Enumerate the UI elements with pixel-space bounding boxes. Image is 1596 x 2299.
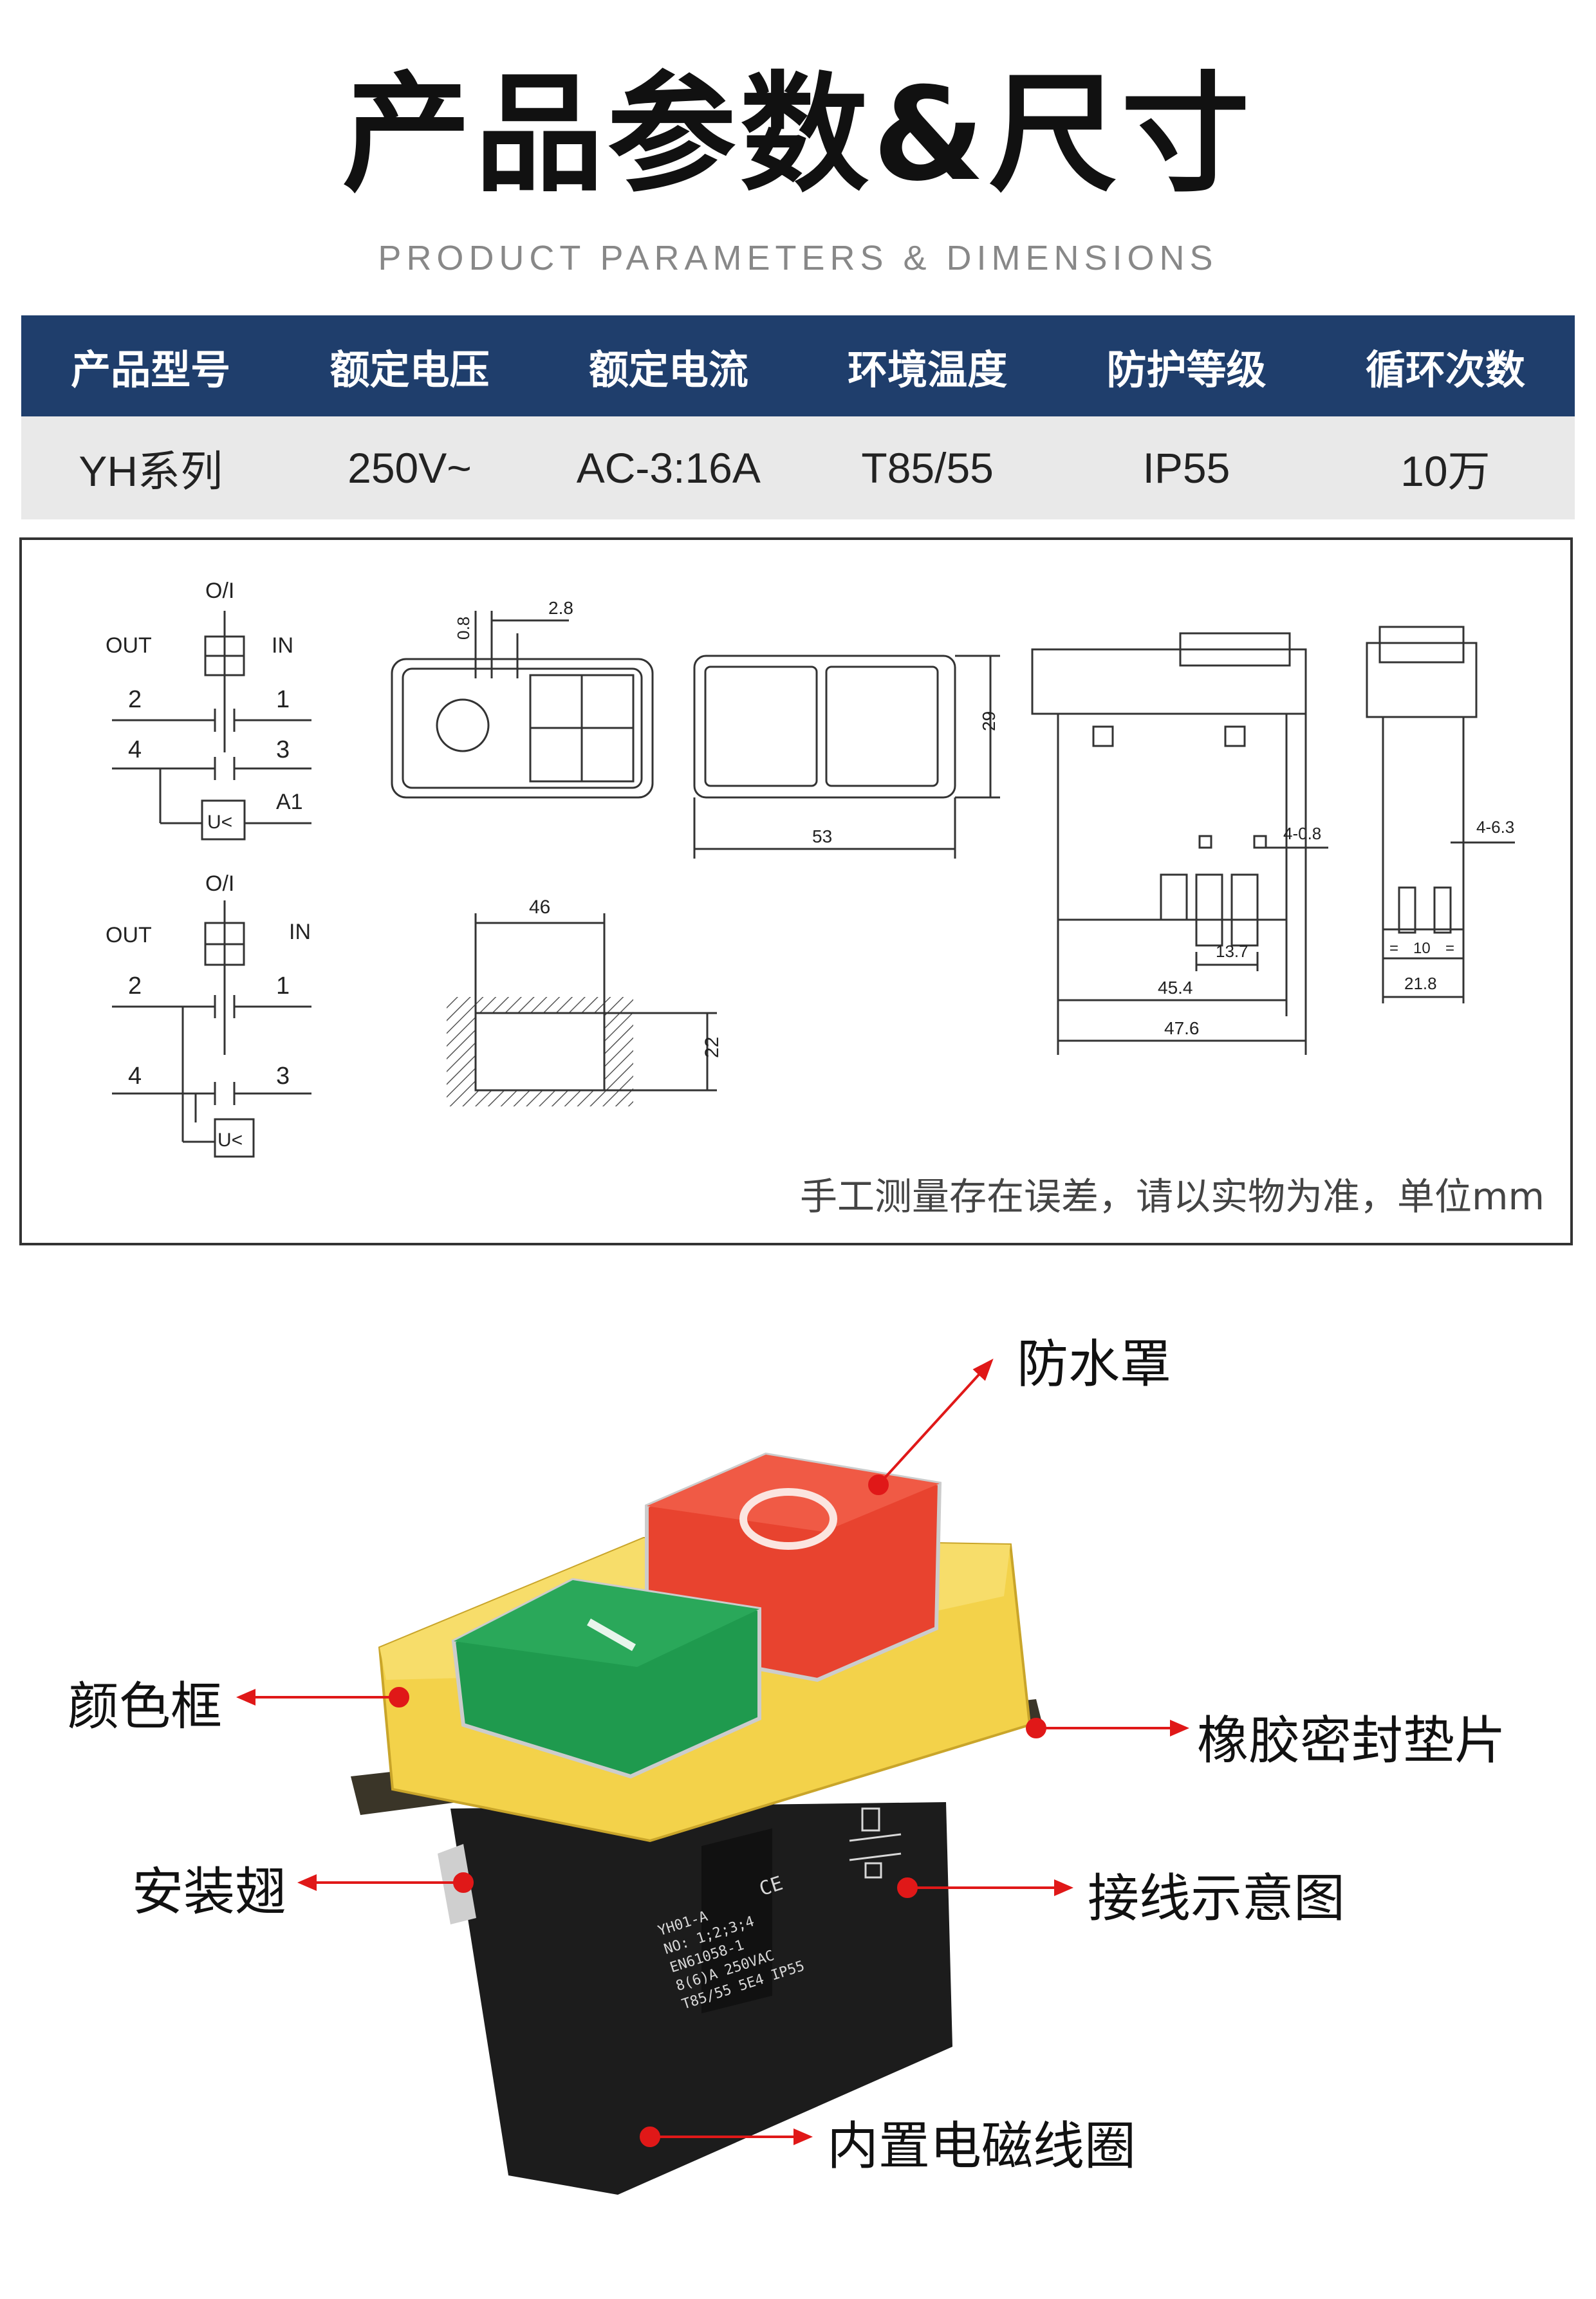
wiring-bottom-out: OUT bbox=[106, 923, 152, 947]
measurement-note: 手工测量存在误差，请以实物为准，单位mm bbox=[800, 1175, 1545, 1218]
dim-53: 53 bbox=[812, 826, 832, 846]
panel-cutout-drawing: 46 22 bbox=[447, 897, 723, 1106]
wiring-bottom-coil: U< bbox=[218, 1130, 243, 1151]
wiring-top-t1: 1 bbox=[276, 686, 290, 713]
dim-45-4: 45.4 bbox=[1158, 978, 1193, 998]
spec-value-cycles: 10万 bbox=[1315, 416, 1575, 519]
dim-eq-2: = bbox=[1445, 940, 1454, 957]
dim-47-6: 47.6 bbox=[1164, 1018, 1200, 1038]
wiring-bottom-t4: 4 bbox=[128, 1063, 142, 1090]
product-photo-area: YH01-A NO: 1;2;3;4 EN61058-1 8(6)A 250VA… bbox=[0, 1261, 1596, 2299]
wiring-diagram-top: O/I OUT IN 2 1 4 3 U< A1 bbox=[106, 579, 311, 841]
wiring-bottom-in: IN bbox=[289, 920, 311, 944]
wiring-diagram-bottom: O/I OUT IN 2 1 4 3 U< bbox=[106, 871, 311, 1158]
front-view-drawing: 29 53 bbox=[693, 655, 1000, 859]
dim-13-7: 13.7 bbox=[1216, 942, 1248, 961]
spec-value-temperature: T85/55 bbox=[797, 416, 1057, 519]
wiring-top-in: IN bbox=[272, 633, 293, 658]
spec-header-voltage: 额定电压 bbox=[280, 315, 539, 416]
spec-header-cycles: 循环次数 bbox=[1315, 315, 1575, 416]
dim-21-8: 21.8 bbox=[1404, 974, 1437, 993]
wiring-top-t3: 3 bbox=[276, 736, 290, 763]
spec-table-value-row: YH系列 250V~ AC-3:16A T85/55 IP55 10万 bbox=[21, 416, 1575, 519]
dimension-drawing: O/I OUT IN 2 1 4 3 U< A1 O/I OUT IN bbox=[19, 537, 1573, 1245]
callout-coil: 内置电磁线圈 bbox=[827, 2116, 1136, 2176]
callout-mounting-wing: 安装翅 bbox=[132, 1862, 286, 1922]
body-wiring-diagram-icon bbox=[849, 1807, 902, 1879]
callout-wiring-diagram: 接线示意图 bbox=[1088, 1868, 1345, 1928]
wiring-top-t2: 2 bbox=[128, 686, 142, 713]
page-title: 产品参数&尺寸 bbox=[342, 60, 1254, 210]
wiring-top-t4: 4 bbox=[128, 736, 142, 763]
page-subtitle: PRODUCT PARAMETERS & DIMENSIONS bbox=[378, 239, 1218, 277]
wiring-bottom-oi: O/I bbox=[205, 871, 234, 896]
wiring-top-coil: U< bbox=[207, 812, 232, 833]
off-symbol-icon bbox=[739, 1488, 837, 1550]
spec-value-protection: IP55 bbox=[1057, 416, 1316, 519]
spec-header-protection: 防护等级 bbox=[1057, 315, 1316, 416]
wiring-bottom-t2: 2 bbox=[128, 973, 142, 1000]
spec-header-current: 额定电流 bbox=[539, 315, 798, 416]
top-view-drawing: 0.8 2.8 bbox=[391, 598, 654, 799]
callout-waterproof-cover: 防水罩 bbox=[1017, 1334, 1171, 1394]
wiring-bottom-t3: 3 bbox=[276, 1063, 290, 1090]
spec-value-current: AC-3:16A bbox=[539, 416, 798, 519]
side-view-drawing: 4-0.8 13.7 45.4 47.6 bbox=[1031, 632, 1328, 1055]
dim-0-8: 0.8 bbox=[454, 617, 473, 640]
spec-value-voltage: 250V~ bbox=[280, 416, 539, 519]
spec-header-model: 产品型号 bbox=[21, 315, 281, 416]
dimension-drawing-svg: O/I OUT IN 2 1 4 3 U< A1 O/I OUT IN bbox=[106, 579, 1515, 1158]
callout-rubber-gasket: 橡胶密封垫片 bbox=[1197, 1711, 1506, 1771]
dim-10: 10 bbox=[1413, 940, 1431, 957]
dim-4-0-8: 4-0.8 bbox=[1283, 824, 1321, 843]
dim-4-6-3: 4-6.3 bbox=[1476, 817, 1514, 837]
dim-22: 22 bbox=[701, 1037, 723, 1058]
dim-eq-1: = bbox=[1389, 940, 1398, 957]
spec-value-model: YH系列 bbox=[21, 416, 281, 519]
callout-color-frame: 颜色框 bbox=[68, 1677, 222, 1736]
dim-2-8: 2.8 bbox=[548, 598, 573, 618]
wiring-top-oi: O/I bbox=[205, 579, 234, 603]
wiring-top-a1: A1 bbox=[276, 790, 303, 814]
on-symbol-icon bbox=[587, 1618, 636, 1652]
wiring-bottom-t1: 1 bbox=[276, 973, 290, 1000]
spec-table: 产品型号 额定电压 额定电流 环境温度 防护等级 循环次数 YH系列 250V~… bbox=[21, 315, 1575, 519]
spec-table-header-row: 产品型号 额定电压 额定电流 环境温度 防护等级 循环次数 bbox=[21, 315, 1575, 416]
callout-line-waterproof-cover bbox=[877, 1360, 992, 1486]
product-photo: YH01-A NO: 1;2;3;4 EN61058-1 8(6)A 250VA… bbox=[236, 1358, 1190, 2195]
dim-46: 46 bbox=[529, 897, 550, 918]
wiring-top-out: OUT bbox=[106, 633, 152, 658]
end-view-drawing: 4-6.3 = 10 = 21.8 bbox=[1366, 626, 1515, 1003]
spec-header-temperature: 环境温度 bbox=[797, 315, 1057, 416]
dim-29: 29 bbox=[979, 711, 999, 731]
